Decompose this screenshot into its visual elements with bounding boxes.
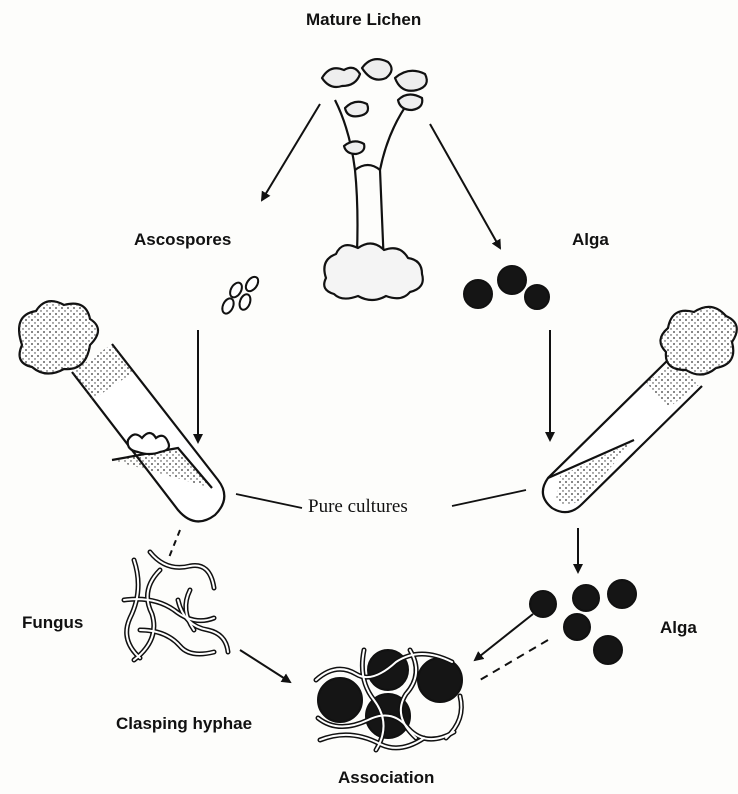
label-alga-top: Alga bbox=[572, 230, 609, 250]
pure-cultures-line-right bbox=[452, 490, 526, 506]
label-ascospores: Ascospores bbox=[134, 230, 231, 250]
algae-cells-icon bbox=[464, 266, 549, 309]
arrow-fungus-to-association bbox=[240, 650, 290, 682]
arrow-to-alga bbox=[430, 124, 500, 248]
test-tube-icon bbox=[543, 307, 737, 512]
association-icon bbox=[316, 650, 462, 750]
label-fungus: Fungus bbox=[22, 613, 83, 633]
label-alga-bottom: Alga bbox=[660, 618, 697, 638]
lichen-icon bbox=[322, 59, 427, 300]
test-tube-icon bbox=[19, 301, 224, 521]
spores-icon bbox=[220, 275, 261, 316]
arrow-to-ascospores bbox=[262, 104, 320, 200]
label-mature-lichen: Mature Lichen bbox=[306, 10, 421, 30]
dashed-line-alga bbox=[480, 640, 548, 680]
label-clasping-hyphae: Clasping hyphae bbox=[116, 714, 252, 734]
dashed-line-fungus bbox=[168, 530, 180, 560]
pure-cultures-line-left bbox=[236, 494, 302, 508]
label-association: Association bbox=[338, 768, 434, 788]
label-pure-cultures: Pure cultures bbox=[304, 496, 412, 518]
arrow-alga-to-association bbox=[475, 614, 533, 660]
algal-cells-icon bbox=[530, 580, 636, 664]
